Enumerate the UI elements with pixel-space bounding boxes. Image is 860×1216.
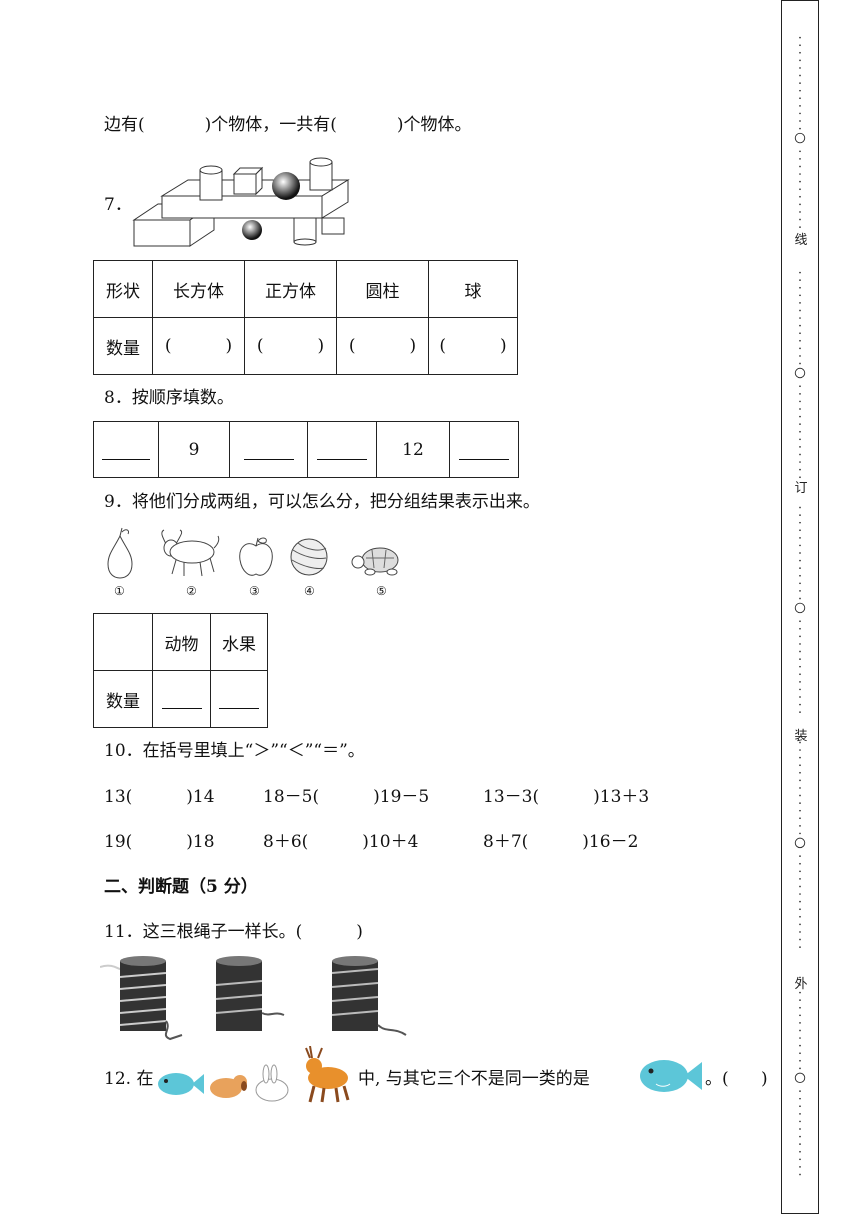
apple-icon — [239, 537, 273, 576]
q9-label-2: ② — [186, 584, 197, 598]
q9-title: 9．将他们分成两组，可以怎么分，把分组结果表示出来。 — [104, 492, 540, 512]
q6-text-b: )个物体，一共有( — [204, 115, 337, 135]
deer-icon — [305, 1046, 350, 1103]
section-2-heading: 二、判断题（5 分） — [104, 877, 258, 897]
binding-circle — [794, 132, 806, 144]
q8-cell-2: 9 — [158, 421, 230, 478]
q6-tail: 边有( )个物体，一共有( )个物体。 — [104, 117, 472, 134]
q7-answer-cuboid[interactable]: ( ) — [152, 317, 245, 375]
rabbit-icon — [255, 1064, 289, 1102]
ball-icon — [290, 538, 328, 576]
q7-row-label: 数量 — [93, 317, 153, 375]
q9-header-empty — [93, 613, 153, 671]
binding-dots — [794, 36, 806, 1176]
q10-item-2[interactable]: 18－5( )19－5 — [263, 787, 430, 807]
q8-cell-5: 12 — [376, 421, 450, 478]
q6-text-c: )个物体。 — [396, 115, 472, 135]
q9-row-label: 数量 — [93, 670, 153, 728]
q7-answer-sphere[interactable]: ( ) — [428, 317, 518, 375]
rope-spool-2-icon — [215, 956, 285, 1031]
q9-label-3: ③ — [249, 584, 260, 598]
binding-circle — [794, 602, 806, 614]
binding-label-wai: 外 — [794, 977, 808, 992]
binding-circle — [794, 1072, 806, 1084]
q9-header-animals: 动物 — [152, 613, 211, 671]
q11-ropes-picture — [100, 956, 407, 1041]
q8-sequence-table: 9 12 — [93, 421, 519, 478]
q12-text-a: 12. 在 — [104, 1069, 154, 1089]
q12-text-b: 中, 与其它三个不是同一类的是 — [358, 1069, 590, 1089]
q7-header-cuboid: 长方体 — [152, 260, 245, 318]
q10-item-1[interactable]: 13( )14 — [104, 787, 215, 807]
q9-label-1: ① — [114, 584, 125, 598]
q10-item-4[interactable]: 19( )18 — [104, 832, 215, 852]
q7-header-sphere: 球 — [428, 260, 518, 318]
rope-spool-3-icon — [331, 956, 407, 1036]
q10-item-5[interactable]: 8＋6( )10＋4 — [263, 832, 419, 852]
ox-icon — [161, 529, 220, 577]
pear-icon — [107, 527, 133, 579]
fish-answer-icon — [640, 1060, 702, 1092]
q7-answer-cylinder[interactable]: ( ) — [336, 317, 429, 375]
q7-number: 7． — [104, 195, 132, 215]
binding-circle — [794, 367, 806, 379]
q6-text-a: 边有( — [104, 115, 145, 135]
q8-cell-1[interactable] — [93, 421, 159, 478]
q12-animals-picture — [158, 1046, 350, 1103]
binding-label-xian: 线 — [794, 233, 808, 248]
q7-answer-cube[interactable]: ( ) — [244, 317, 337, 375]
binding-margin: 线 订 装 外 — [781, 0, 819, 1214]
q9-answer-fruit[interactable] — [210, 670, 268, 728]
q10-item-6[interactable]: 8＋7( )16－2 — [483, 832, 639, 852]
binding-circle — [794, 837, 806, 849]
q8-cell-3[interactable] — [229, 421, 308, 478]
q9-items-picture — [107, 527, 399, 579]
q7-header-cylinder: 圆柱 — [336, 260, 429, 318]
q8-cell-6[interactable] — [449, 421, 519, 478]
turtle-icon — [351, 547, 399, 576]
q9-group-table: 动物 水果 数量 — [93, 613, 268, 728]
q9-label-4: ④ — [304, 584, 315, 598]
fish-icon — [158, 1073, 204, 1095]
rope-spool-1-icon — [100, 956, 183, 1041]
q11-text[interactable]: 11．这三根绳子一样长。( ) — [104, 922, 363, 942]
binding-label-ding: 订 — [794, 481, 808, 496]
q7-shape-table: 形状 长方体 正方体 圆柱 球 数量 ( ) ( ) ( ) ( ) — [93, 260, 518, 375]
q7-header-shape: 形状 — [93, 260, 153, 318]
puppy-icon — [210, 1075, 247, 1098]
q10-item-3[interactable]: 13－3( )13＋3 — [483, 787, 650, 807]
binding-label-zhuang: 装 — [794, 729, 808, 744]
q9-label-5: ⑤ — [376, 584, 387, 598]
q7-header-cube: 正方体 — [244, 260, 337, 318]
shapes-stack-picture — [132, 157, 350, 247]
q10-title: 10．在括号里填上“＞”“＜”“＝”。 — [104, 741, 365, 761]
q9-answer-animals[interactable] — [152, 670, 211, 728]
q8-title: 8．按顺序填数。 — [104, 388, 234, 408]
q9-header-fruit: 水果 — [210, 613, 268, 671]
q12-text-c[interactable]: 。( ) — [705, 1069, 768, 1089]
q8-cell-4[interactable] — [307, 421, 377, 478]
